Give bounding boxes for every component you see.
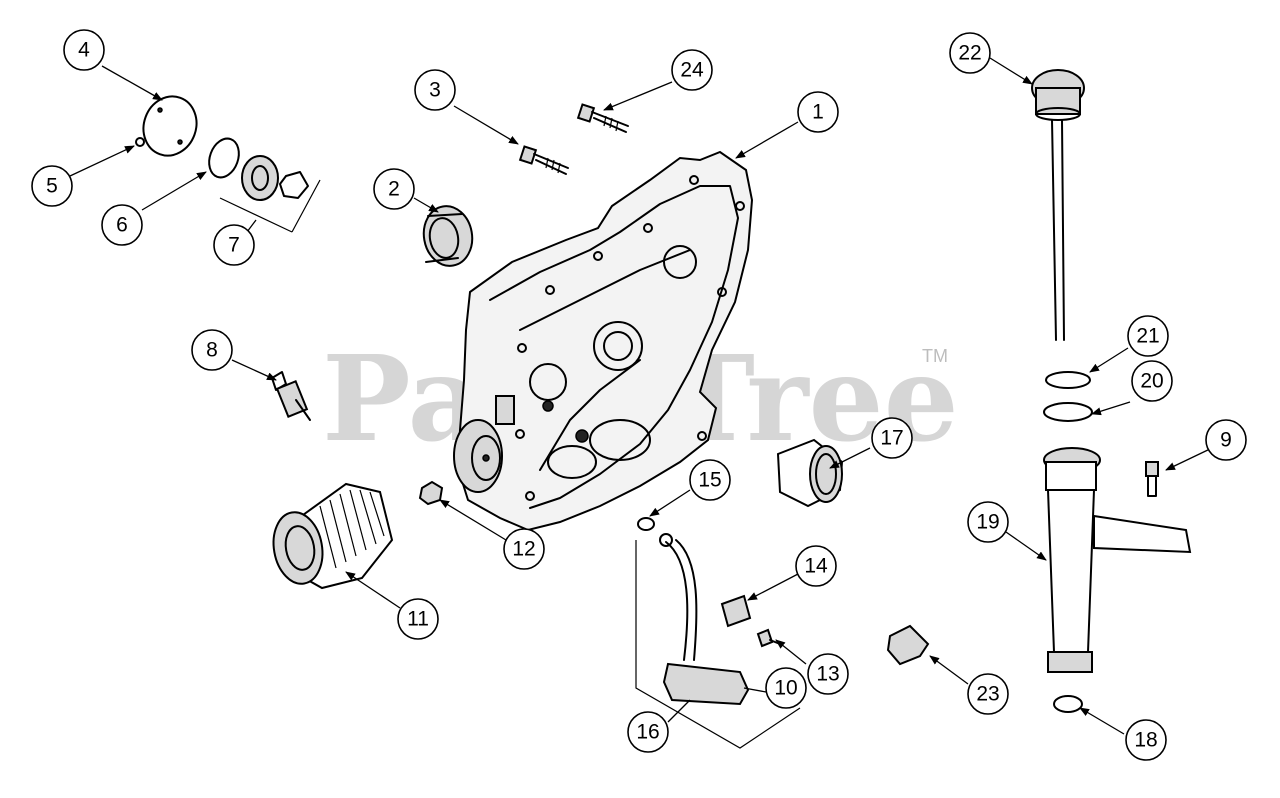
callout-12[interactable]: 12	[503, 528, 545, 570]
callout-11-label: 11	[407, 608, 429, 631]
pickup-assembly-part[interactable]	[635, 517, 801, 749]
oil-seal-part[interactable]	[419, 202, 477, 269]
callout-22[interactable]: 22	[949, 32, 991, 74]
callout-18-label: 18	[1134, 729, 1157, 752]
callout-17-label: 17	[880, 427, 903, 450]
o-ring-part[interactable]	[204, 134, 244, 181]
callout-3[interactable]: 3	[414, 69, 456, 111]
bearing-kit-part[interactable]	[219, 155, 321, 233]
watermark-trademark: TM	[922, 346, 948, 366]
fitting-part[interactable]	[1145, 461, 1159, 497]
callout-6-label: 6	[116, 214, 128, 237]
bracket-part[interactable]	[720, 594, 752, 628]
callout-12-label: 12	[512, 538, 535, 561]
bushing-part[interactable]	[776, 438, 844, 508]
callout-19-label: 19	[976, 511, 999, 534]
pickup-screw-part[interactable]	[756, 628, 781, 648]
oil-sensor-part[interactable]	[271, 371, 311, 421]
o-ring-18-part[interactable]	[1053, 695, 1083, 713]
callout-15-label: 15	[698, 469, 721, 492]
bolt-part[interactable]	[518, 145, 569, 175]
callout-9[interactable]: 9	[1205, 419, 1247, 461]
callout-9-label: 9	[1220, 429, 1232, 452]
callout-24-label: 24	[680, 59, 704, 82]
callout-21-label: 21	[1136, 325, 1159, 348]
callout-5[interactable]: 5	[31, 165, 73, 207]
dipstick-tube-part[interactable]	[1043, 447, 1192, 673]
oil-filter-part[interactable]	[268, 482, 394, 590]
callout-7[interactable]: 7	[213, 224, 255, 266]
callout-17[interactable]: 17	[871, 417, 913, 459]
dipstick-cap-part[interactable]	[1031, 69, 1085, 121]
callout-23-label: 23	[976, 683, 999, 706]
callout-19[interactable]: 19	[967, 501, 1009, 543]
callout-24[interactable]: 24	[671, 49, 713, 91]
callout-5-label: 5	[46, 175, 58, 198]
callout-20-label: 20	[1140, 370, 1163, 393]
breather-fitting-part[interactable]	[886, 624, 930, 666]
callout-1-label: 1	[812, 101, 824, 124]
callout-15[interactable]: 15	[689, 459, 731, 501]
drain-plug-part[interactable]	[418, 480, 444, 506]
callout-4-label: 4	[78, 39, 90, 62]
callout-16-label: 16	[636, 721, 659, 744]
callout-13[interactable]: 13	[807, 653, 849, 695]
callout-10[interactable]: 10	[765, 667, 807, 709]
callout-11[interactable]: 11	[397, 598, 439, 640]
callout-1[interactable]: 1	[797, 91, 839, 133]
screw-part[interactable]	[576, 103, 629, 133]
callout-7-label: 7	[228, 234, 240, 257]
callout-23[interactable]: 23	[967, 673, 1009, 715]
callout-10-label: 10	[774, 677, 797, 700]
callout-8[interactable]: 8	[191, 329, 233, 371]
callout-20[interactable]: 20	[1131, 360, 1173, 402]
callout-21[interactable]: 21	[1127, 315, 1169, 357]
callout-3-label: 3	[429, 79, 441, 102]
crankcase-cover-part[interactable]	[453, 150, 754, 532]
dipstick-part[interactable]	[1051, 119, 1065, 341]
callout-16[interactable]: 16	[627, 711, 669, 753]
cover-plate-part[interactable]	[135, 89, 204, 163]
callout-14-label: 14	[804, 555, 828, 578]
leader-lines	[69, 57, 1213, 735]
callout-22-label: 22	[958, 42, 981, 65]
callout-2[interactable]: 2	[373, 168, 415, 210]
callout-18[interactable]: 18	[1125, 719, 1167, 761]
callout-6[interactable]: 6	[101, 204, 143, 246]
callout-2-label: 2	[388, 178, 400, 201]
o-ring-21-part[interactable]	[1045, 371, 1091, 389]
callout-8-label: 8	[206, 339, 218, 362]
callout-13-label: 13	[816, 663, 839, 686]
o-ring-20-part[interactable]	[1043, 402, 1093, 422]
callout-4[interactable]: 4	[63, 29, 105, 71]
small-screw-part[interactable]	[135, 137, 145, 147]
callout-14[interactable]: 14	[795, 545, 837, 587]
